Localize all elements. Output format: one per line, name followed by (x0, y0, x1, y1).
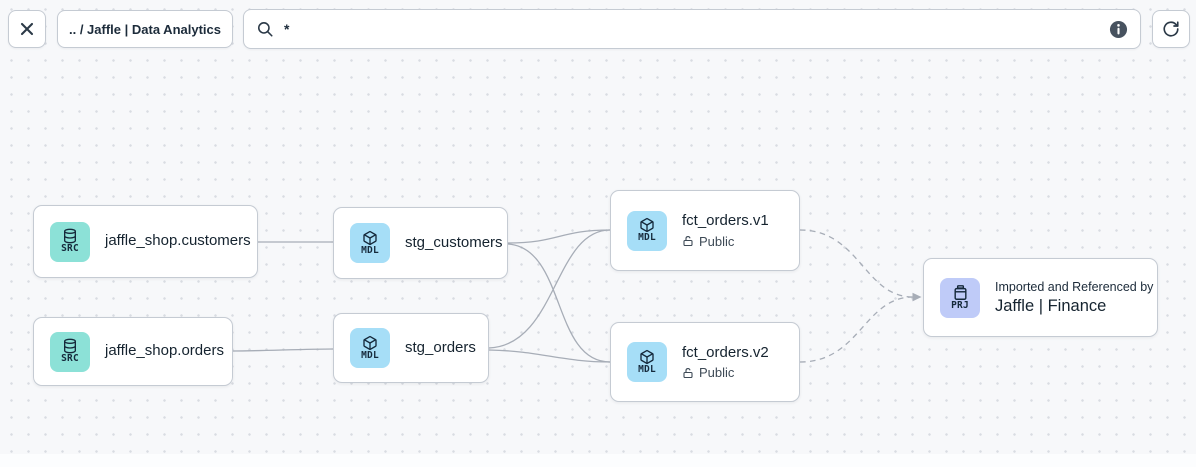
cube-icon (362, 230, 378, 246)
cube-icon (362, 335, 378, 351)
model-badge: MDL (350, 328, 390, 368)
badge-label: MDL (361, 244, 379, 256)
search-input[interactable] (284, 21, 1099, 37)
x-icon (19, 21, 35, 37)
access-label: Public (699, 365, 735, 381)
info-icon[interactable] (1109, 20, 1128, 39)
edge-fct-v1-to-project (799, 229, 914, 298)
badge-label: MDL (638, 232, 656, 244)
model-badge: MDL (350, 223, 390, 263)
node-jaffle-finance-project[interactable]: PRJ Imported and Referenced by Jaffle | … (923, 258, 1158, 337)
node-title: stg_orders (405, 338, 476, 356)
archive-icon (952, 284, 969, 301)
node-stg-orders[interactable]: MDL stg_orders (333, 313, 489, 383)
node-fct-orders-v2[interactable]: MDL fct_orders.v2 Public (610, 322, 800, 402)
source-badge: SRC (50, 221, 90, 262)
node-title: fct_orders.v2 (682, 343, 769, 361)
search-box[interactable] (243, 9, 1141, 49)
node-title: Jaffle | Finance (995, 296, 1107, 315)
badge-label: PRJ (951, 299, 969, 311)
refresh-icon (1162, 20, 1180, 38)
node-stg-customers[interactable]: MDL stg_customers (333, 207, 508, 279)
badge-label: SRC (61, 353, 79, 365)
node-jaffle-shop-customers[interactable]: SRC jaffle_shop.customers (33, 205, 258, 278)
lock-open-icon (682, 235, 694, 247)
access-row: Public (682, 365, 769, 380)
canvas-bottom-edge (0, 454, 1196, 467)
close-button[interactable] (8, 10, 46, 48)
node-title: fct_orders.v1 (682, 212, 769, 230)
database-icon (62, 338, 78, 354)
access-label: Public (699, 233, 735, 249)
badge-label: MDL (361, 349, 379, 361)
cube-icon (639, 217, 655, 233)
breadcrumb-label: .. / Jaffle | Data Analytics (69, 21, 221, 37)
node-fct-orders-v1[interactable]: MDL fct_orders.v1 Public (610, 190, 800, 271)
edge-fct-v2-to-project (799, 296, 914, 363)
model-badge: MDL (627, 342, 667, 382)
project-badge: PRJ (940, 277, 980, 318)
source-badge: SRC (50, 331, 90, 372)
badge-label: SRC (61, 243, 79, 255)
edge-arrowhead (912, 292, 922, 302)
access-row: Public (682, 234, 769, 249)
node-title: stg_customers (405, 233, 503, 251)
cube-icon (639, 349, 655, 365)
badge-label: MDL (638, 363, 656, 375)
node-title: jaffle_shop.customers (105, 232, 251, 250)
breadcrumb[interactable]: .. / Jaffle | Data Analytics (57, 10, 233, 48)
edge-stg-customers-to-fct-v1 (507, 229, 611, 244)
database-icon (62, 228, 78, 244)
lock-open-icon (682, 367, 694, 379)
node-subtitle: Imported and Referenced by (995, 279, 1154, 294)
node-jaffle-shop-orders[interactable]: SRC jaffle_shop.orders (33, 317, 233, 386)
node-title: jaffle_shop.orders (105, 342, 224, 360)
edge-stg-orders-to-fct-v2 (488, 349, 611, 363)
search-icon (256, 20, 274, 38)
model-badge: MDL (627, 210, 667, 251)
edge-orders-to-stg-orders (232, 348, 334, 352)
refresh-button[interactable] (1152, 10, 1190, 48)
edge-stg-customers-to-fct-v2 (507, 243, 611, 363)
